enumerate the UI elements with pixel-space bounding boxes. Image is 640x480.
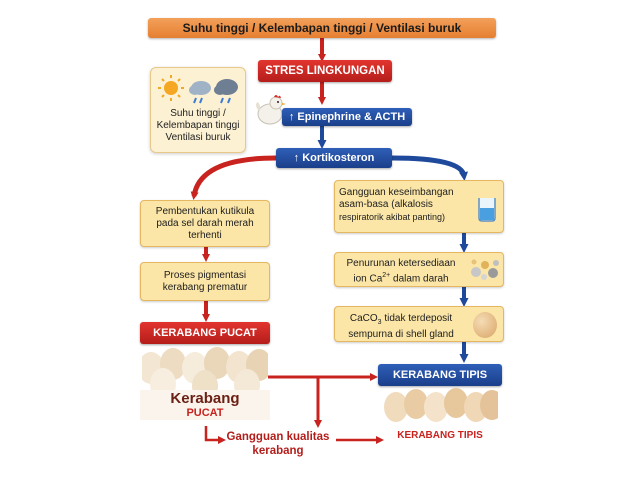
right-step-3-formula: CaCO — [349, 313, 378, 324]
right-step-1-line-2: asam-basa (alkalosis — [339, 199, 433, 210]
left-step-1-line-3: terhenti — [188, 230, 222, 241]
arrow-cortico-right — [391, 155, 469, 181]
pucat-caption-line-2: PUCAT — [186, 407, 224, 419]
egg-icon — [473, 312, 497, 338]
weather-line-2: Kelembapan tinggi — [156, 120, 240, 131]
right-step-2-line-1: Penurunan ketersediaan — [346, 258, 456, 269]
hormone-box: ↑ Epinephrine & ACTH — [282, 108, 412, 126]
storm-cloud-icon — [214, 79, 238, 104]
sun-icon — [158, 75, 184, 101]
right-step-2-ion: ion Ca — [353, 273, 383, 285]
chicken-icon — [256, 95, 286, 125]
tipis-header: KERABANG TIPIS — [378, 364, 502, 386]
right-step-2-tail: dalam darah — [390, 273, 449, 285]
weather-line-3: Ventilasi buruk — [165, 132, 231, 143]
right-step-2-line-2: ion Ca2+ dalam darah — [339, 270, 463, 285]
left-step-1: Pembentukan kutikula pada sel darah mera… — [140, 200, 270, 247]
left-step-2-line-1: Proses pigmentasi — [163, 270, 247, 281]
beaker-icon — [478, 198, 496, 222]
right-step-3-tail: tidak terdeposit — [381, 313, 453, 324]
arrow-cortico-left — [190, 155, 277, 200]
right-step-2-charge: 2+ — [382, 272, 391, 279]
thin-eggs-image — [384, 386, 498, 428]
top-banner: Suhu tinggi / Kelembapan tinggi / Ventil… — [148, 18, 496, 38]
pale-eggs-image — [142, 344, 268, 390]
right-step-1: Gangguan keseimbangan asam-basa (alkalos… — [334, 180, 504, 233]
weather-note: Suhu tinggi / Kelembapan tinggi Ventilas… — [150, 67, 246, 153]
left-step-1-line-1: Pembentukan kutikula — [155, 206, 255, 217]
calcium-particles-icon — [471, 259, 499, 280]
left-step-2-line-2: kerabang prematur — [162, 282, 248, 293]
pucat-caption-line-1: Kerabang — [170, 390, 240, 407]
right-step-1-line-1: Gangguan keseimbangan — [339, 187, 454, 198]
right-step-3-line-2: sempurna di shell gland — [348, 329, 454, 340]
left-step-2: Proses pigmentasi kerabang prematur — [140, 262, 270, 301]
bottom-box: Gangguan kualitas kerabang — [222, 428, 334, 460]
cortico-box: ↑ Kortikosteron — [276, 148, 392, 168]
rain-cloud-icon — [189, 81, 211, 104]
bottom-line-2: kerabang — [252, 445, 304, 457]
weather-line-1: Suhu tinggi / — [170, 108, 226, 119]
right-step-1-line-3: respiratorik akibat panting) — [339, 212, 446, 222]
weather-icons — [158, 75, 238, 104]
right-step-3-line-1: CaCO3 tidak terdeposit — [339, 313, 463, 329]
right-step-3-subscript: 3 — [377, 319, 382, 326]
stress-box: STRES LINGKUNGAN — [258, 60, 392, 82]
arrow-left-hook — [204, 426, 226, 444]
tipis-caption: KERABANG TIPIS — [397, 430, 483, 441]
pucat-header: KERABANG PUCAT — [140, 322, 270, 344]
pucat-caption: Kerabang PUCAT — [140, 390, 270, 420]
left-step-1-line-2: pada sel darah merah — [156, 218, 254, 229]
bottom-line-1: Gangguan kualitas — [226, 431, 330, 443]
